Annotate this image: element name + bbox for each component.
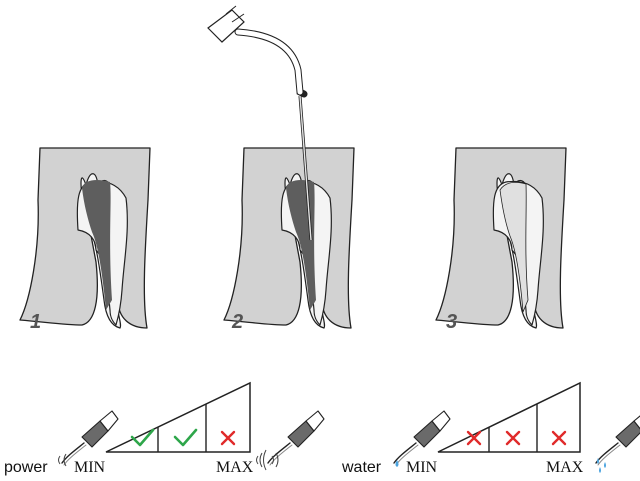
handpiece-icon [595, 410, 640, 466]
water-max-label: MAX [546, 459, 584, 476]
handpiece-icon [267, 410, 325, 466]
cross-icon [505, 430, 521, 446]
water-min-label: MIN [406, 459, 438, 476]
cross-icon [466, 430, 482, 446]
water-drop-icon [395, 460, 399, 467]
ultrasonic-file [207, 5, 313, 241]
tooth-step-1 [19, 147, 151, 329]
cross-icon [220, 430, 236, 446]
water-scale [393, 381, 640, 473]
power-min-label: MIN [74, 459, 106, 476]
power-wedge [105, 381, 251, 453]
vibration-icon [256, 449, 279, 471]
tooth-step-2 [223, 147, 355, 329]
water-label: water [341, 459, 382, 476]
tooth-step-3 [435, 147, 567, 329]
handpiece-icon [61, 410, 119, 466]
step-label-2: 2 [231, 311, 243, 333]
root-canal-cleaned [499, 182, 529, 313]
handpiece-icon [393, 410, 451, 466]
step-label-1: 1 [30, 311, 41, 333]
water-drop-icon [597, 458, 606, 473]
power-max-label: MAX [216, 459, 254, 476]
root-canal-infected [82, 180, 112, 310]
power-label: power [4, 459, 48, 476]
step-label-3: 3 [446, 311, 457, 333]
check-icon [173, 428, 198, 447]
power-scale [58, 381, 325, 471]
vibration-icon [58, 453, 67, 467]
cross-icon [551, 430, 567, 446]
water-wedge [437, 381, 581, 453]
check-icon [130, 428, 155, 447]
